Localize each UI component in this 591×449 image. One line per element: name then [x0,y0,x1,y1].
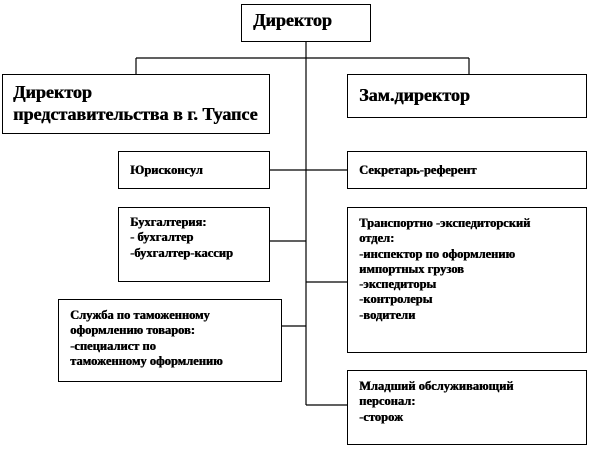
junior-staff-box: Младший обслуживающий персонал: -сторож [347,370,587,445]
transport-line: -инспектор по оформлению [359,246,515,261]
accounting-line: - бухгалтер [130,230,194,245]
accounting-line: Бухгалтерия: [130,215,207,229]
customs-line: Служба по таможенному [70,308,210,322]
secretary-label: Секретарь-референт [359,163,477,177]
branch-director-box: Директор представительства в г. Туапсе [2,74,270,134]
customs-line: оформлению товаров: [70,323,195,338]
customs-line: -специалист по [70,338,156,353]
director-box: Директор [241,4,371,42]
secretary-box: Секретарь-референт [347,151,587,189]
deputy-director-label: Зам.директор [359,85,470,105]
accounting-box: Бухгалтерия: - бухгалтер -бухгалтер-касс… [118,207,270,282]
transport-line: -водители [359,307,416,322]
customs-line: таможенному оформлению [70,353,223,368]
junior-staff-line: персонал: [359,394,416,409]
branch-director-line: представительства в г. Туапсе [13,103,258,124]
junior-staff-line: -сторож [359,409,403,424]
branch-director-line: Директор [13,82,92,102]
transport-line: -контролеры [359,292,433,307]
legal-label: Юрисконсул [130,163,203,177]
transport-line: отдел: [359,231,395,246]
accounting-line: -бухгалтер-кассир [130,245,233,260]
deputy-director-box: Зам.директор [347,74,587,118]
junior-staff-line: Младший обслуживающий [359,379,514,393]
transport-line: импортных грузов [359,261,464,276]
transport-line: -экспедиторы [359,277,437,291]
transport-box: Транспортно -экспедиторский отдел: -инсп… [347,207,587,353]
transport-line: Транспортно -экспедиторский [359,216,531,230]
customs-box: Служба по таможенному оформлению товаров… [58,299,282,382]
legal-box: Юрисконсул [118,151,270,189]
director-label: Директор [253,10,332,30]
